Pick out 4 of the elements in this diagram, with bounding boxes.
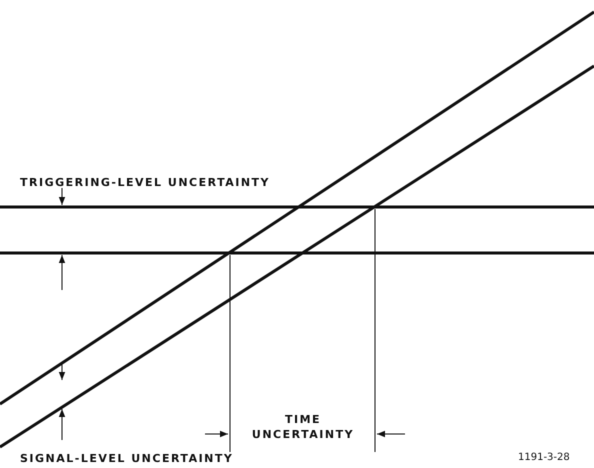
dimension-label: TIME UNCERTAINTY <box>250 412 356 442</box>
dimension-label: SIGNAL-LEVEL UNCERTAINTY <box>20 452 234 465</box>
dimension-label: TRIGGERING-LEVEL UNCERTAINTY <box>20 176 270 189</box>
figure-number: 1191-3-28 <box>518 452 570 463</box>
